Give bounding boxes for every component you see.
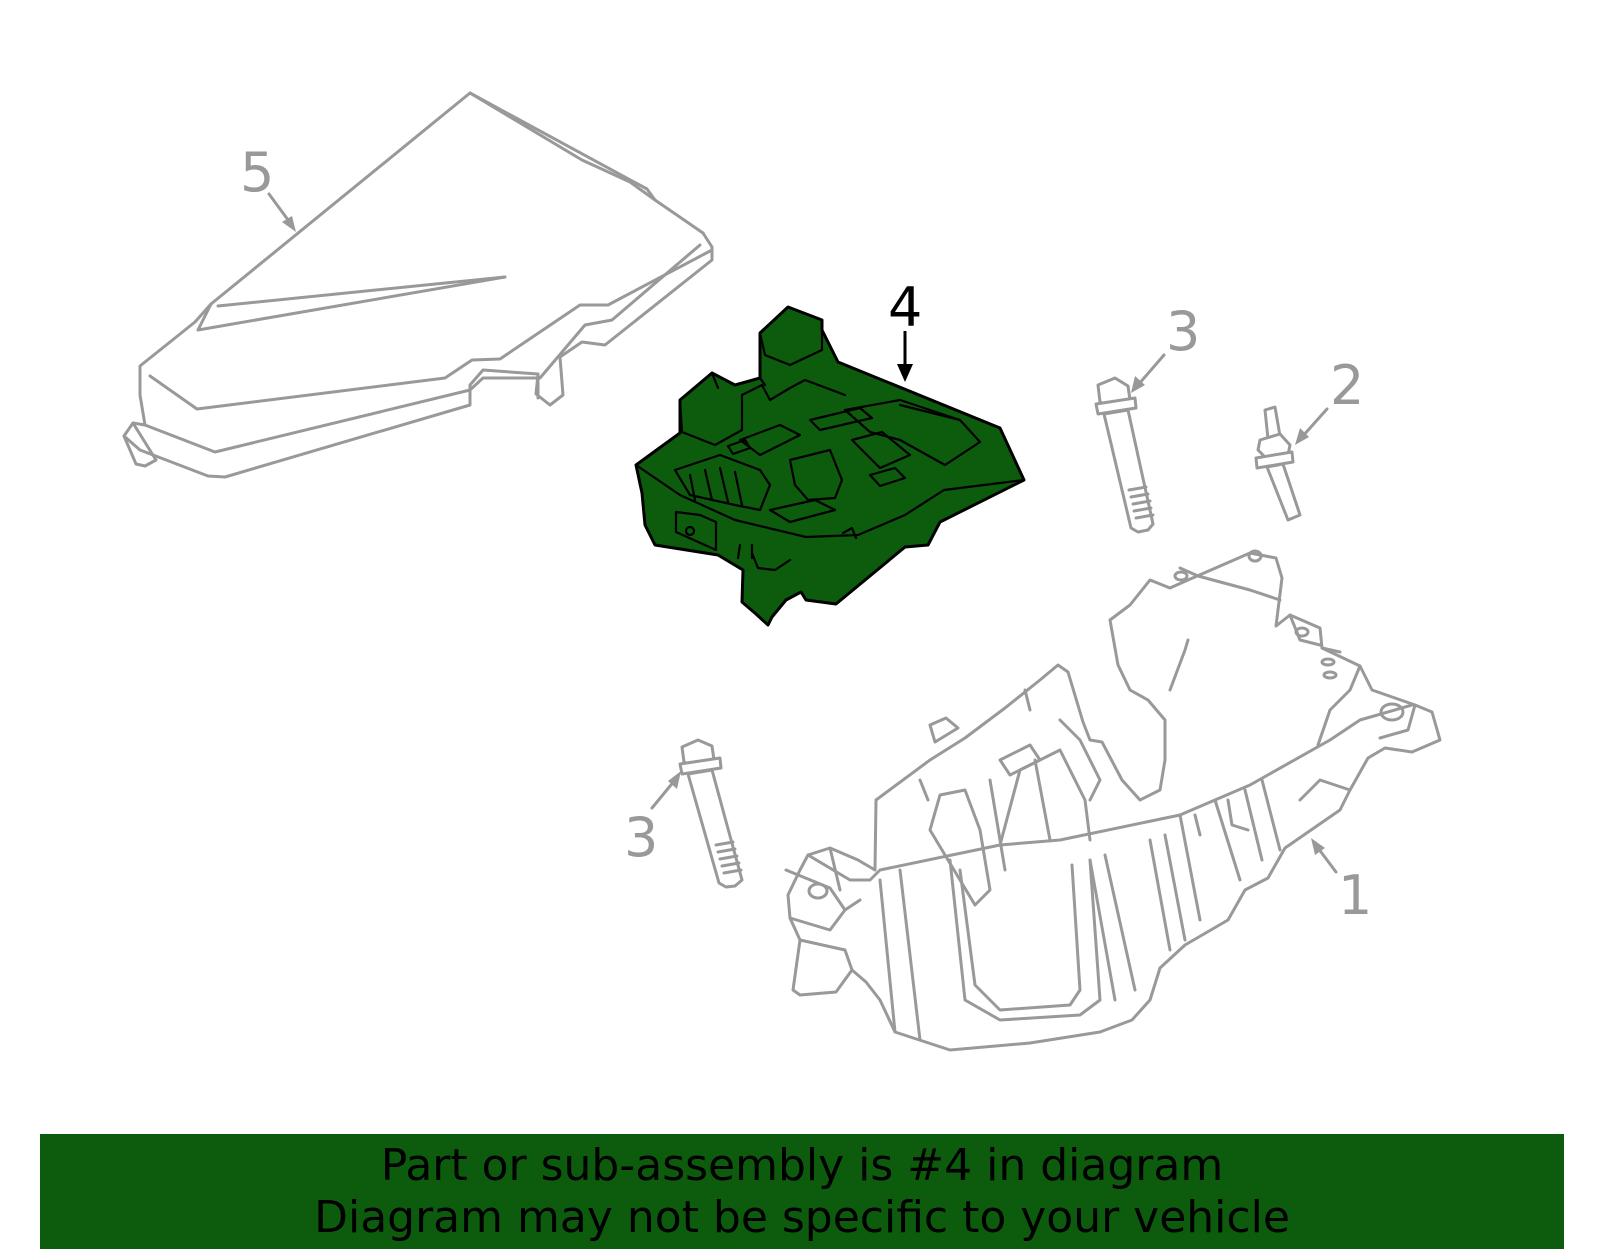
callout-3-upper: 3 [1131,300,1200,393]
part-1-tray[interactable] [784,549,1442,1052]
part-3-bolt-lower[interactable] [678,738,744,889]
part-2-stud[interactable] [1254,405,1302,522]
callout-4: 4 [888,276,922,382]
callout-1-label: 1 [1338,864,1372,927]
callout-2-label: 2 [1330,354,1364,417]
banner-line-1: Part or sub-assembly is #4 in diagram [380,1139,1224,1191]
callout-3-upper-label: 3 [1166,300,1200,363]
banner-line-2: Diagram may not be specific to your vehi… [314,1191,1290,1243]
part-4-fuse-box[interactable] [634,305,1026,627]
callout-3-lower-label: 3 [624,806,658,869]
info-banner: Part or sub-assembly is #4 in diagram Di… [40,1134,1564,1249]
callout-1: 1 [1311,838,1372,927]
callout-3-lower: 3 [624,771,681,869]
parts-diagram: 5 4 3 [122,91,1442,1052]
callout-5: 5 [240,141,296,232]
part-5-cover[interactable] [122,91,714,479]
callout-2: 2 [1295,354,1364,445]
callout-4-label: 4 [888,276,922,339]
part-3-bolt-upper[interactable] [1094,376,1155,534]
